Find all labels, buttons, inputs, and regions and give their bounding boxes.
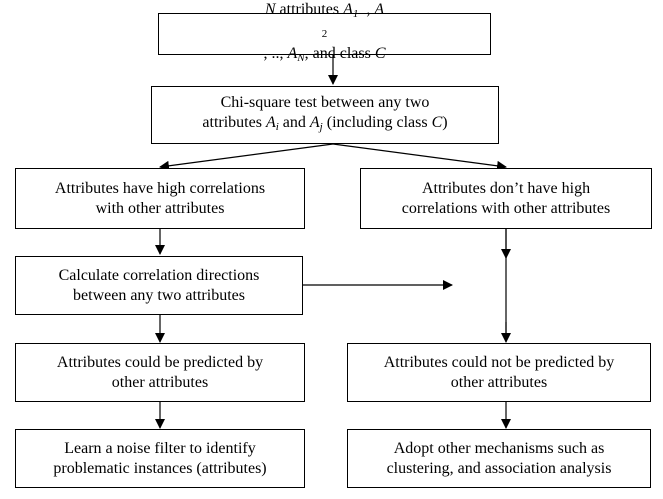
- arrow-chi-to-high: [159, 143, 334, 171]
- node-chi-square: Chi-square test between any two attribut…: [151, 86, 499, 144]
- node-calculate-directions: Calculate correlation directions between…: [15, 256, 303, 315]
- node-noise-filter: Learn a noise filter to identify problem…: [15, 429, 305, 488]
- node-could-not-predict: Attributes could not be predicted by oth…: [347, 343, 651, 402]
- chi-line2: attributes Ai and Aj (including class C): [202, 114, 448, 133]
- chi-line1: Chi-square test between any two: [220, 94, 430, 111]
- node-could-predict: Attributes could be predicted by other a…: [15, 343, 305, 402]
- node-high-correlation: Attributes have high correlations with o…: [15, 168, 305, 229]
- node-no-high-correlation: Attributes don’t have high correlations …: [360, 168, 652, 229]
- node-other-mechanisms: Adopt other mechanisms such as clusterin…: [347, 429, 651, 488]
- n-symbol: N: [264, 1, 276, 18]
- arrow-chi-to-nohigh: [332, 143, 507, 171]
